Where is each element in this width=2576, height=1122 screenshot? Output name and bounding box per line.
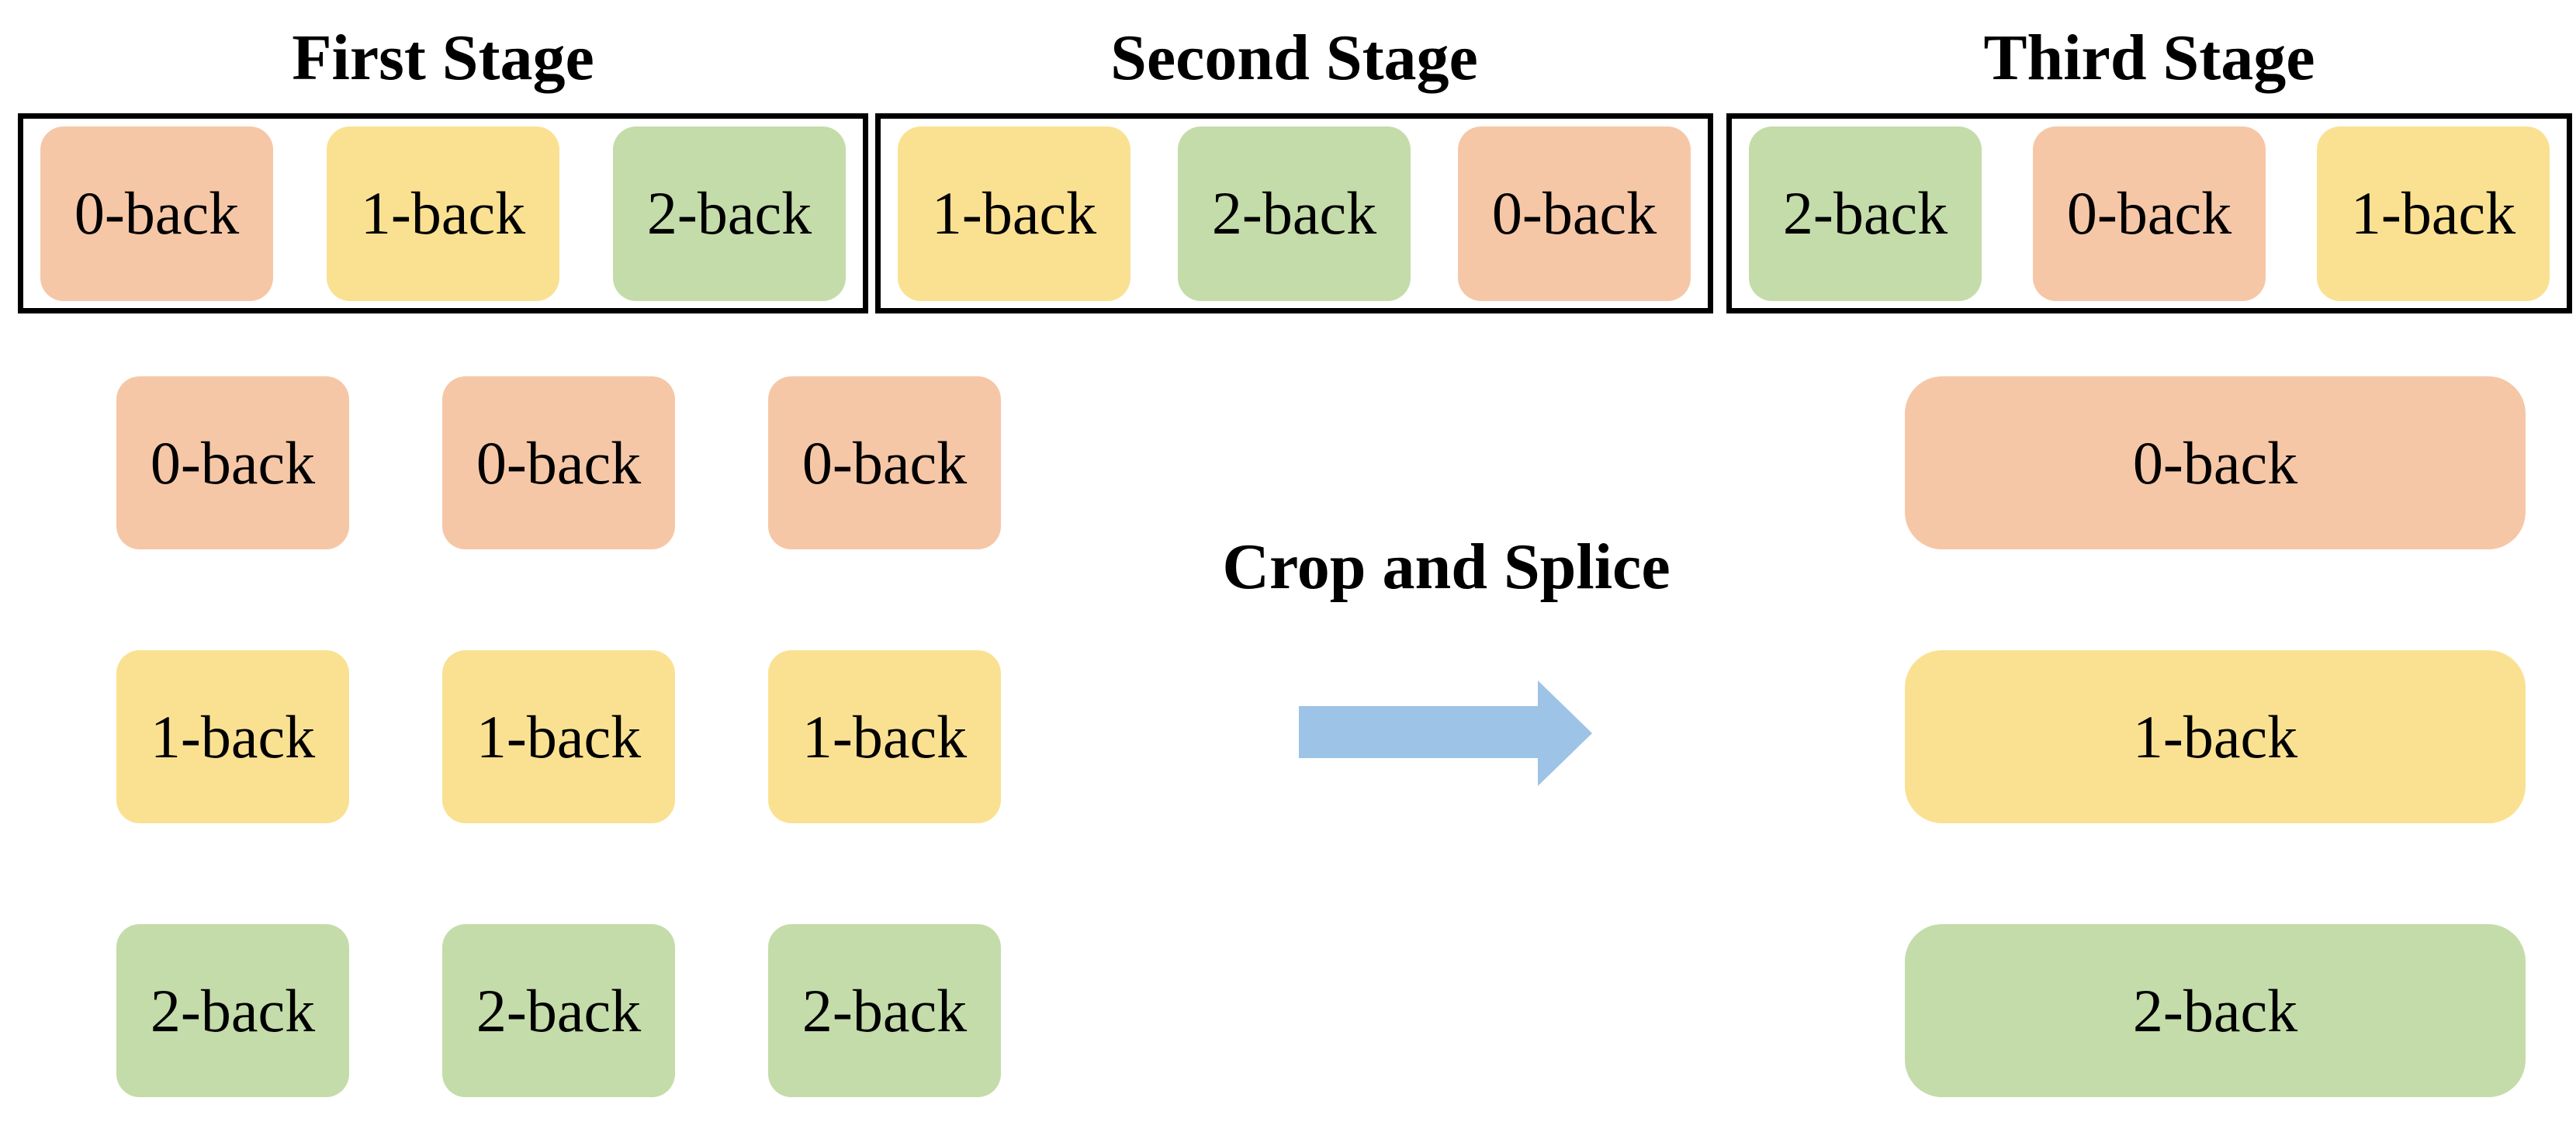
stage-block: 2-back: [613, 126, 846, 301]
grid-block: 2-back: [768, 924, 1001, 1097]
stage-block: 0-back: [2033, 126, 2266, 301]
grid-block: 2-back: [116, 924, 349, 1097]
grid-block: 0-back: [442, 376, 675, 549]
stage-title: First Stage: [292, 22, 594, 94]
stage-block: 2-back: [1749, 126, 1982, 301]
stage-block: 0-back: [40, 126, 273, 301]
stage-block: 0-back: [1458, 126, 1691, 301]
stage-panel: 1-back 2-back 0-back: [875, 113, 1713, 313]
stage-title: Second Stage: [1110, 22, 1478, 94]
stage-first: First Stage 0-back 1-back 2-back: [18, 8, 868, 313]
grid-block: 2-back: [442, 924, 675, 1097]
grid-block: 1-back: [768, 650, 1001, 823]
grid-block: 1-back: [442, 650, 675, 823]
right-arrow-icon: [1288, 675, 1598, 791]
stage-third: Third Stage 2-back 0-back 1-back: [1726, 8, 2572, 313]
spliced-block: 0-back: [1905, 376, 2526, 549]
operation-label: Crop and Splice: [1222, 531, 1671, 603]
grid-block: 0-back: [768, 376, 1001, 549]
spliced-block: 1-back: [1905, 650, 2526, 823]
stage-block: 2-back: [1178, 126, 1411, 301]
stage-panel: 0-back 1-back 2-back: [18, 113, 868, 313]
grid-block: 0-back: [116, 376, 349, 549]
stage-block: 1-back: [2317, 126, 2550, 301]
stage-second: Second Stage 1-back 2-back 0-back: [875, 8, 1713, 313]
stage-block: 1-back: [898, 126, 1130, 301]
stage-block: 1-back: [327, 126, 559, 301]
stage-panel: 2-back 0-back 1-back: [1726, 113, 2572, 313]
grid-block: 1-back: [116, 650, 349, 823]
stage-title: Third Stage: [1983, 22, 2315, 94]
spliced-block: 2-back: [1905, 924, 2526, 1097]
